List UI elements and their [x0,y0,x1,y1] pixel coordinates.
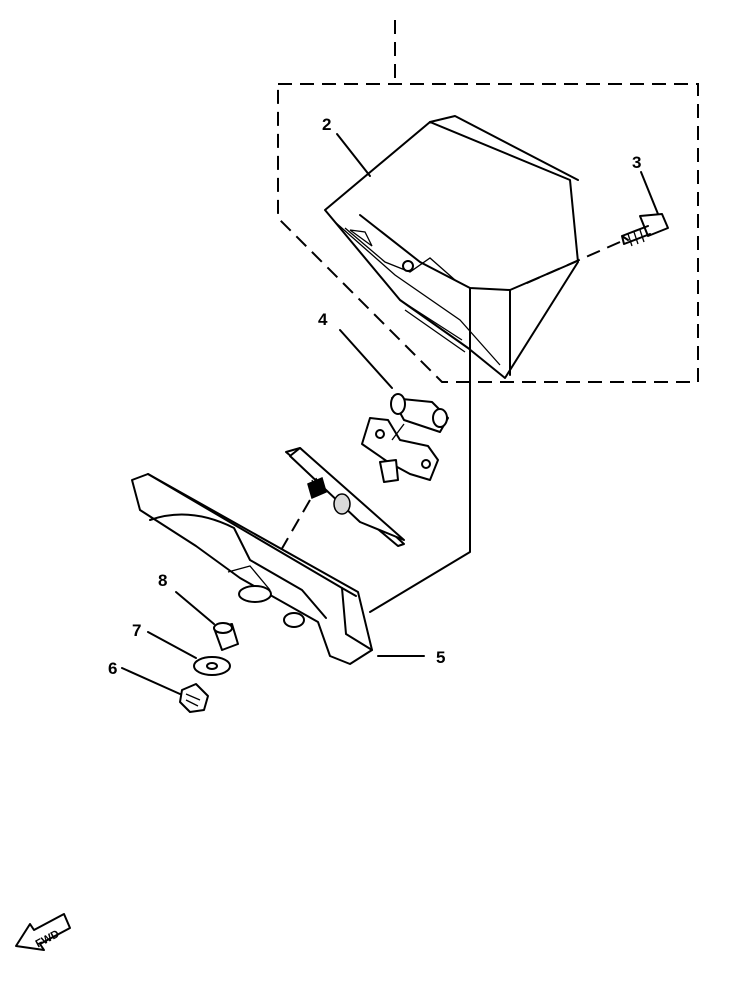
callout-2: 2 [322,115,331,134]
callout-7: 7 [132,621,141,640]
callout-3: 3 [632,153,641,172]
callout-4: 4 [318,310,328,329]
tail-lamp-housing [324,115,579,379]
fwd-arrow-icon: FWD [15,913,71,951]
callout-6: 6 [108,659,117,678]
screw [519,213,669,287]
plate-bracket [257,447,405,591]
assembly-group-box [277,20,699,383]
collar [213,622,239,651]
lamp-socket [361,417,439,483]
bulb [390,393,449,433]
nut [179,683,209,713]
callout-5: 5 [436,648,445,667]
tail-light-base [131,473,373,665]
washer [193,656,231,676]
callout-8: 8 [158,571,167,590]
leader-lines [121,133,659,695]
